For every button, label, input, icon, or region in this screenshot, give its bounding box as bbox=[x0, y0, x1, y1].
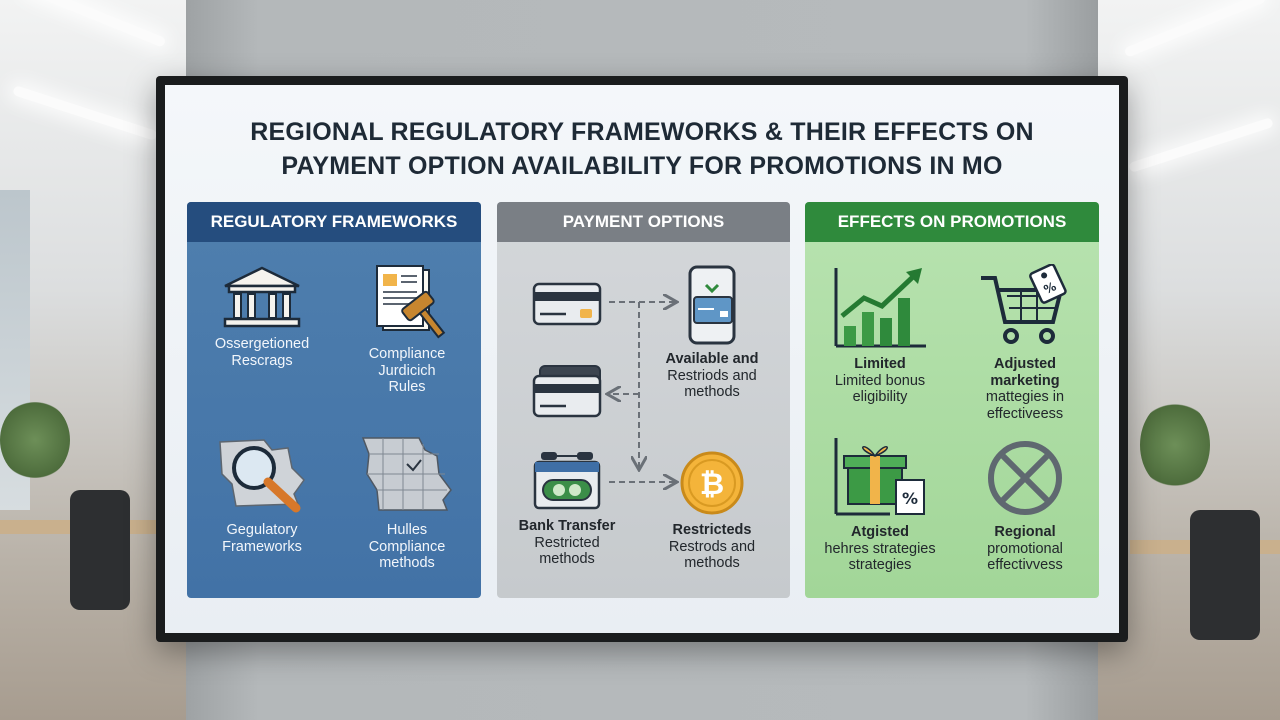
item-line: hehres strategies bbox=[824, 540, 936, 557]
ceiling-light bbox=[12, 85, 158, 141]
item-line: mattegies in bbox=[985, 389, 1065, 405]
item-line: methods bbox=[539, 551, 595, 567]
mobile-payment-icon bbox=[688, 265, 736, 345]
item-line: Compliance bbox=[368, 346, 446, 362]
item-line: Gegulatory bbox=[226, 522, 298, 538]
item-line: effectiveess bbox=[986, 405, 1064, 422]
effects-on-promotions-panel: EFFECTS ON PROMOTIONS Limited Limited bo… bbox=[805, 202, 1099, 598]
framework-item: Ossergetioned Rescrags bbox=[192, 264, 332, 369]
magnifier-map-icon bbox=[219, 439, 305, 513]
credit-card-icon bbox=[532, 365, 602, 418]
framework-item: Compliance Jurdicich Rules bbox=[337, 264, 477, 396]
effect-item: Regional promotional effectivvess bbox=[955, 438, 1095, 574]
panel-heading: REGULATORY FRAMEWORKS bbox=[187, 202, 481, 242]
item-line: Regional bbox=[994, 524, 1056, 540]
item-line: Limited bonus bbox=[834, 372, 926, 389]
government-building-icon bbox=[223, 266, 301, 328]
growth-chart-icon bbox=[834, 268, 926, 348]
item-line: Bank Transfer bbox=[518, 518, 616, 534]
item-line: methods bbox=[379, 555, 435, 571]
item-line: marketing bbox=[990, 372, 1060, 389]
item-line: Restricted bbox=[534, 534, 600, 551]
title-line-2: PAYMENT OPTION AVAILABILITY FOR PROMOTIO… bbox=[281, 152, 1003, 180]
title-line-1: REGIONAL REGULATORY FRAMEWORKS & THEIR E… bbox=[250, 118, 1034, 146]
item-line: promotional bbox=[987, 540, 1063, 557]
item-line: Rules bbox=[388, 379, 426, 395]
effect-item: % Atgisted hehres strategies strategies bbox=[810, 434, 950, 574]
gift-discount-icon: % bbox=[834, 438, 925, 516]
panel-heading: PAYMENT OPTIONS bbox=[497, 202, 790, 242]
effect-item: % Adjusted marketing mattegies in effect… bbox=[955, 264, 1095, 422]
ceiling-light bbox=[1128, 117, 1274, 173]
item-line: Compliance bbox=[368, 538, 446, 555]
item-line: Rescrags bbox=[231, 352, 293, 369]
payment-item: Available and Restriods and methods bbox=[642, 265, 782, 401]
item-line: Ossergetioned bbox=[214, 336, 310, 352]
gavel-document-icon bbox=[376, 265, 446, 339]
bank-transfer-icon bbox=[533, 452, 601, 510]
item-line: Available and bbox=[665, 351, 759, 367]
shopping-cart-tag-icon: % bbox=[981, 264, 1067, 344]
payment-item bbox=[497, 364, 637, 426]
office-chair bbox=[70, 490, 130, 610]
framework-item: Gegulatory Frameworks bbox=[192, 434, 332, 555]
panel-heading: EFFECTS ON PROMOTIONS bbox=[805, 202, 1099, 242]
office-plant bbox=[1140, 400, 1210, 490]
framework-item: Hulles Compliance methods bbox=[337, 434, 477, 572]
item-line: Restriods and bbox=[667, 367, 757, 384]
item-line: Frameworks bbox=[222, 538, 302, 555]
item-line: strategies bbox=[848, 557, 912, 573]
item-line: Limited bbox=[854, 356, 906, 372]
item-line: methods bbox=[684, 384, 740, 400]
office-plant bbox=[0, 400, 70, 480]
svg-text:%: % bbox=[902, 489, 918, 508]
payment-item: ₿ Restricteds Restrods and methods bbox=[642, 450, 782, 572]
infographic-title: REGIONAL REGULATORY FRAMEWORKS & THEIR E… bbox=[165, 115, 1119, 183]
missouri-map-icon bbox=[361, 437, 452, 511]
effect-item: Limited Limited bonus eligibility bbox=[810, 264, 950, 406]
item-line: Restricteds bbox=[672, 522, 752, 538]
flow-arrows bbox=[497, 202, 790, 598]
item-line: Hulles bbox=[386, 522, 428, 538]
office-chair bbox=[1190, 510, 1260, 640]
ceiling-light bbox=[23, 0, 167, 48]
credit-card-icon bbox=[532, 282, 602, 326]
item-line: Jurdicich bbox=[378, 362, 436, 379]
item-line: eligibility bbox=[852, 389, 908, 405]
payment-item: Bank Transfer Restricted methods bbox=[497, 450, 637, 568]
tv-screen: REGIONAL REGULATORY FRAMEWORKS & THEIR E… bbox=[165, 85, 1119, 633]
bitcoin-icon: ₿ bbox=[680, 451, 744, 515]
item-line: methods bbox=[684, 555, 740, 571]
prohibited-icon bbox=[988, 441, 1062, 515]
item-line: Restrods and bbox=[668, 538, 756, 555]
svg-text:₿: ₿ bbox=[700, 467, 724, 502]
payment-options-panel: PAYMENT OPTIONS bbox=[497, 202, 790, 598]
item-line: Adjusted bbox=[993, 356, 1057, 372]
regulatory-frameworks-panel: REGULATORY FRAMEWORKS Ossergetioned Resc… bbox=[187, 202, 481, 598]
item-line: Atgisted bbox=[851, 524, 909, 540]
ceiling-light bbox=[1123, 0, 1267, 58]
svg-text:%: % bbox=[1042, 279, 1059, 297]
payment-item bbox=[497, 280, 637, 334]
item-line: effectivvess bbox=[987, 557, 1063, 573]
